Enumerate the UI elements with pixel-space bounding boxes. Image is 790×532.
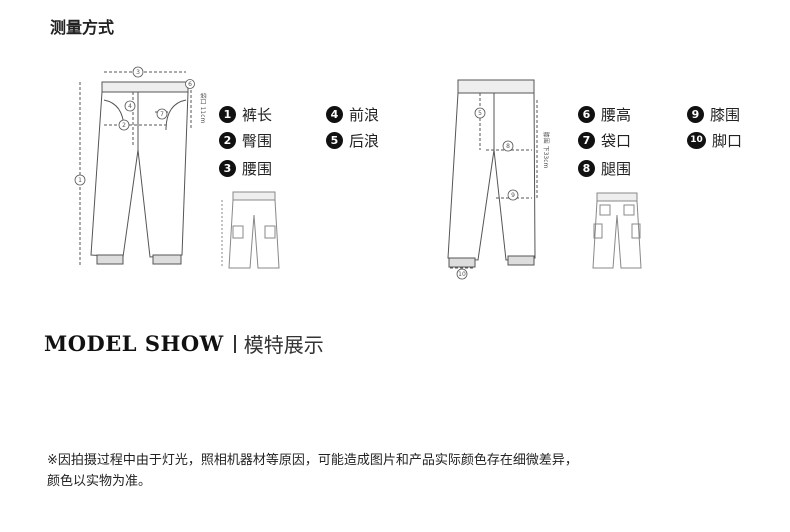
- svg-text:5: 5: [478, 110, 482, 117]
- front-mark-1: 1: [74, 174, 86, 186]
- legend-item-6: 6 腰高: [578, 103, 631, 125]
- back-mark-10: 10: [456, 268, 468, 280]
- back-mark-8: 8: [502, 140, 514, 152]
- legend-number: 10: [687, 131, 706, 149]
- disclaimer-line-1: ※因拍摄过程中由于灯光，照相机器材等原因，可能造成图片和产品实际颜色存在细微差异…: [47, 453, 578, 468]
- front-mark-6: 6: [185, 79, 195, 89]
- page-title: 测量方式: [50, 18, 115, 37]
- back-thumbnail: [592, 192, 642, 269]
- svg-text:3: 3: [136, 69, 140, 76]
- legend-number: 1: [219, 105, 236, 123]
- back-pants-drawing: [447, 79, 536, 268]
- front-mark-3: 3: [132, 66, 144, 78]
- model-show-title-en: MODEL SHOW: [44, 331, 224, 356]
- front-mark-7: 7: [156, 108, 168, 120]
- front-mark-4: 4: [124, 100, 136, 112]
- legend-item-9: 9 膝围: [687, 103, 740, 125]
- legend-item-1: 1 裤长: [219, 103, 272, 125]
- legend-number: 6: [578, 105, 595, 123]
- legend-label: 腰高: [601, 105, 632, 124]
- svg-text:7: 7: [160, 111, 164, 118]
- front-thumbnail: [221, 191, 280, 269]
- model-show-heading: MODEL SHOW 模特展示: [44, 329, 324, 358]
- legend-number: 9: [687, 105, 704, 123]
- svg-text:1: 1: [78, 177, 82, 184]
- svg-text:9: 9: [511, 192, 515, 199]
- front-mark-2: 2: [118, 119, 130, 131]
- svg-text:4: 4: [128, 103, 132, 110]
- svg-text:10: 10: [458, 271, 466, 278]
- legend-item-5: 5 后浪: [326, 129, 379, 151]
- back-knee-note: 膝围 下33cm: [542, 132, 550, 169]
- legend-item-2: 2 臀围: [219, 129, 272, 151]
- legend-item-7: 7 袋口: [578, 129, 631, 151]
- legend-number: 8: [578, 159, 595, 177]
- legend-item-8: 8 腿围: [578, 157, 631, 179]
- color-disclaimer: ※因拍摄过程中由于灯光，照相机器材等原因，可能造成图片和产品实际颜色存在细微差异…: [47, 450, 747, 492]
- legend-label: 脚口: [712, 131, 743, 150]
- front-pocket-note: 袋口 11cm: [199, 93, 207, 124]
- back-mark-9: 9: [507, 189, 519, 201]
- heading-divider: [233, 334, 236, 353]
- back-mark-5: 5: [474, 107, 486, 119]
- measurement-diagram: 3 6 4 7 2 1 5 8 9 10 袋口 11cm 膝围 下33cm: [74, 66, 642, 280]
- legend-label: 前浪: [349, 105, 380, 124]
- legend-number: 2: [219, 131, 236, 149]
- svg-text:2: 2: [122, 122, 126, 129]
- legend-label: 裤长: [242, 105, 273, 124]
- legend-item-4: 4 前浪: [326, 103, 379, 125]
- disclaimer-line-2: 颜色以实物为准。: [47, 474, 152, 489]
- legend-label: 袋口: [601, 131, 632, 150]
- legend-item-3: 3 腰围: [219, 157, 272, 179]
- svg-text:8: 8: [506, 143, 510, 150]
- legend-label: 臀围: [242, 131, 273, 150]
- legend-number: 3: [219, 159, 236, 177]
- legend-label: 腿围: [601, 159, 632, 178]
- legend-item-10: 10 脚口: [687, 129, 742, 151]
- legend-number: 4: [326, 105, 343, 123]
- svg-text:6: 6: [188, 81, 192, 88]
- legend-label: 腰围: [242, 159, 273, 178]
- legend-label: 后浪: [349, 131, 380, 150]
- legend-number: 5: [326, 131, 343, 149]
- legend-label: 膝围: [710, 105, 741, 124]
- model-show-title-cn: 模特展示: [243, 333, 324, 357]
- legend-number: 7: [578, 131, 595, 149]
- front-pants-drawing: [90, 81, 189, 265]
